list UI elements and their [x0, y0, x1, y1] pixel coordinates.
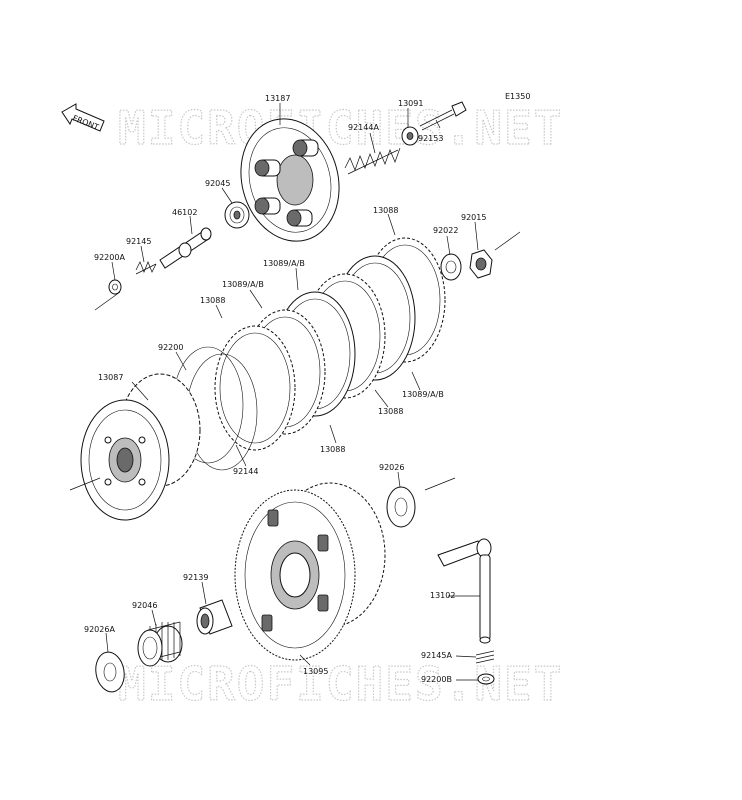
spring-plate: [401, 126, 419, 146]
label-92153: 92153: [418, 134, 443, 143]
label-13088-top: 13088: [373, 206, 398, 215]
label-92026A: 92026A: [84, 625, 115, 634]
label-92144A: 92144A: [348, 123, 379, 132]
label-92145A: 92145A: [421, 651, 452, 660]
label-92200A: 92200A: [94, 253, 125, 262]
label-13088-bottom: 13088: [320, 445, 345, 454]
label-92046: 92046: [132, 601, 157, 610]
label-92144: 92144: [233, 467, 258, 476]
clutch-hub: [80, 373, 201, 521]
label-92200B: 92200B: [421, 675, 452, 684]
needle-bearing: [137, 621, 183, 667]
clutch-housing-gear: [234, 482, 386, 661]
diagram-code: E1350: [505, 92, 530, 101]
lever-spring: [475, 650, 495, 664]
leader-lines: [105, 103, 480, 681]
clutch-spring: [344, 147, 401, 175]
push-rod: [159, 227, 212, 269]
assembly-axis-lines: [69, 231, 521, 491]
front-arrow-icon: FRONT: [61, 103, 105, 132]
watermark-top: MICROFICHES.NET: [118, 101, 563, 155]
label-92045: 92045: [205, 179, 230, 188]
label-13095: 13095: [303, 667, 328, 676]
pressure-plate: [240, 118, 340, 242]
label-46102: 46102: [172, 208, 197, 217]
label-13088-left: 13088: [200, 296, 225, 305]
watermark-bottom: MICROFICHES.NET: [118, 657, 563, 711]
label-13089-2: 13089/A/B: [222, 280, 264, 289]
bolt: [419, 101, 467, 131]
release-lever: [437, 538, 492, 644]
thrust-washer: [386, 486, 416, 528]
small-spring: [135, 261, 157, 275]
sleeve: [196, 599, 233, 635]
label-92200: 92200: [158, 343, 183, 352]
lever-washer: [477, 673, 495, 685]
label-92022: 92022: [433, 226, 458, 235]
label-13102: 13102: [430, 591, 455, 600]
label-92026: 92026: [379, 463, 404, 472]
label-13087: 13087: [98, 373, 123, 382]
label-13089-3: 13089/A/B: [402, 390, 444, 399]
label-13089-1: 13089/A/B: [263, 259, 305, 268]
label-13187: 13187: [265, 94, 290, 103]
label-13088-right: 13088: [378, 407, 403, 416]
label-92145: 92145: [126, 237, 151, 246]
thrust-washer-large: [95, 651, 125, 693]
bearing: [224, 201, 250, 229]
part-labels: 13187 13091 92144A 92153 92045 46102 921…: [84, 94, 486, 684]
label-92139: 92139: [183, 573, 208, 582]
friction-plates: [214, 237, 446, 451]
label-13091: 13091: [398, 99, 423, 108]
label-92015: 92015: [461, 213, 486, 222]
washer-small: [108, 279, 122, 295]
washer-nut-group: [440, 249, 493, 281]
